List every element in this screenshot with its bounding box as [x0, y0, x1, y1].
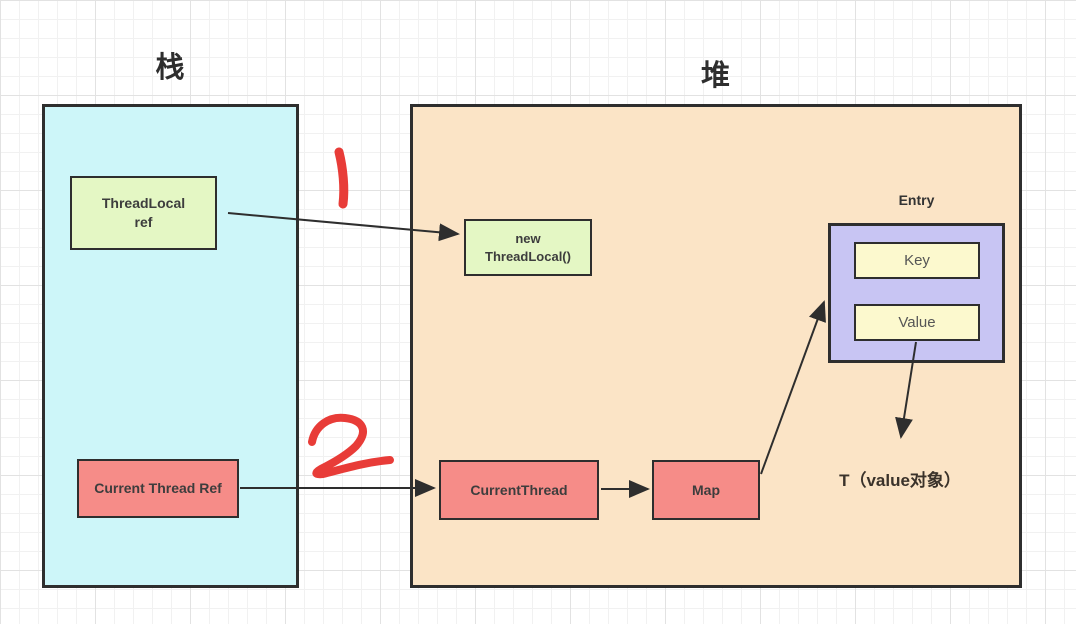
current-thread-ref-label: Current Thread Ref	[94, 480, 222, 497]
entry-key-node: Key	[854, 242, 980, 279]
new-threadlocal-node: new ThreadLocal()	[464, 219, 592, 276]
map-node: Map	[652, 460, 760, 520]
entry-title: Entry	[898, 192, 935, 208]
t-value-object-label: T（value对象）	[839, 471, 961, 490]
entry-node: Key Value	[828, 223, 1005, 363]
current-thread-ref-node: Current Thread Ref	[77, 459, 239, 518]
current-thread-label: CurrentThread	[470, 481, 568, 498]
handwritten-step-2-annotation	[308, 413, 394, 479]
new-threadlocal-label-line2: ThreadLocal()	[485, 248, 571, 264]
entry-value-label: Value	[898, 314, 936, 331]
threadlocal-ref-label-line1: ThreadLocal	[101, 195, 186, 212]
threadlocal-ref-label-line2: ref	[134, 214, 153, 230]
handwritten-step-1-annotation	[334, 147, 349, 209]
entry-value-node: Value	[854, 304, 980, 341]
threadlocal-ref-node: ThreadLocal ref	[70, 176, 217, 250]
stack-region-title: 栈	[155, 52, 186, 84]
map-label: Map	[692, 481, 720, 498]
new-threadlocal-label-line1: new	[515, 230, 541, 246]
heap-region-title: 堆	[700, 60, 731, 92]
entry-key-label: Key	[904, 252, 930, 269]
current-thread-node: CurrentThread	[439, 460, 599, 520]
